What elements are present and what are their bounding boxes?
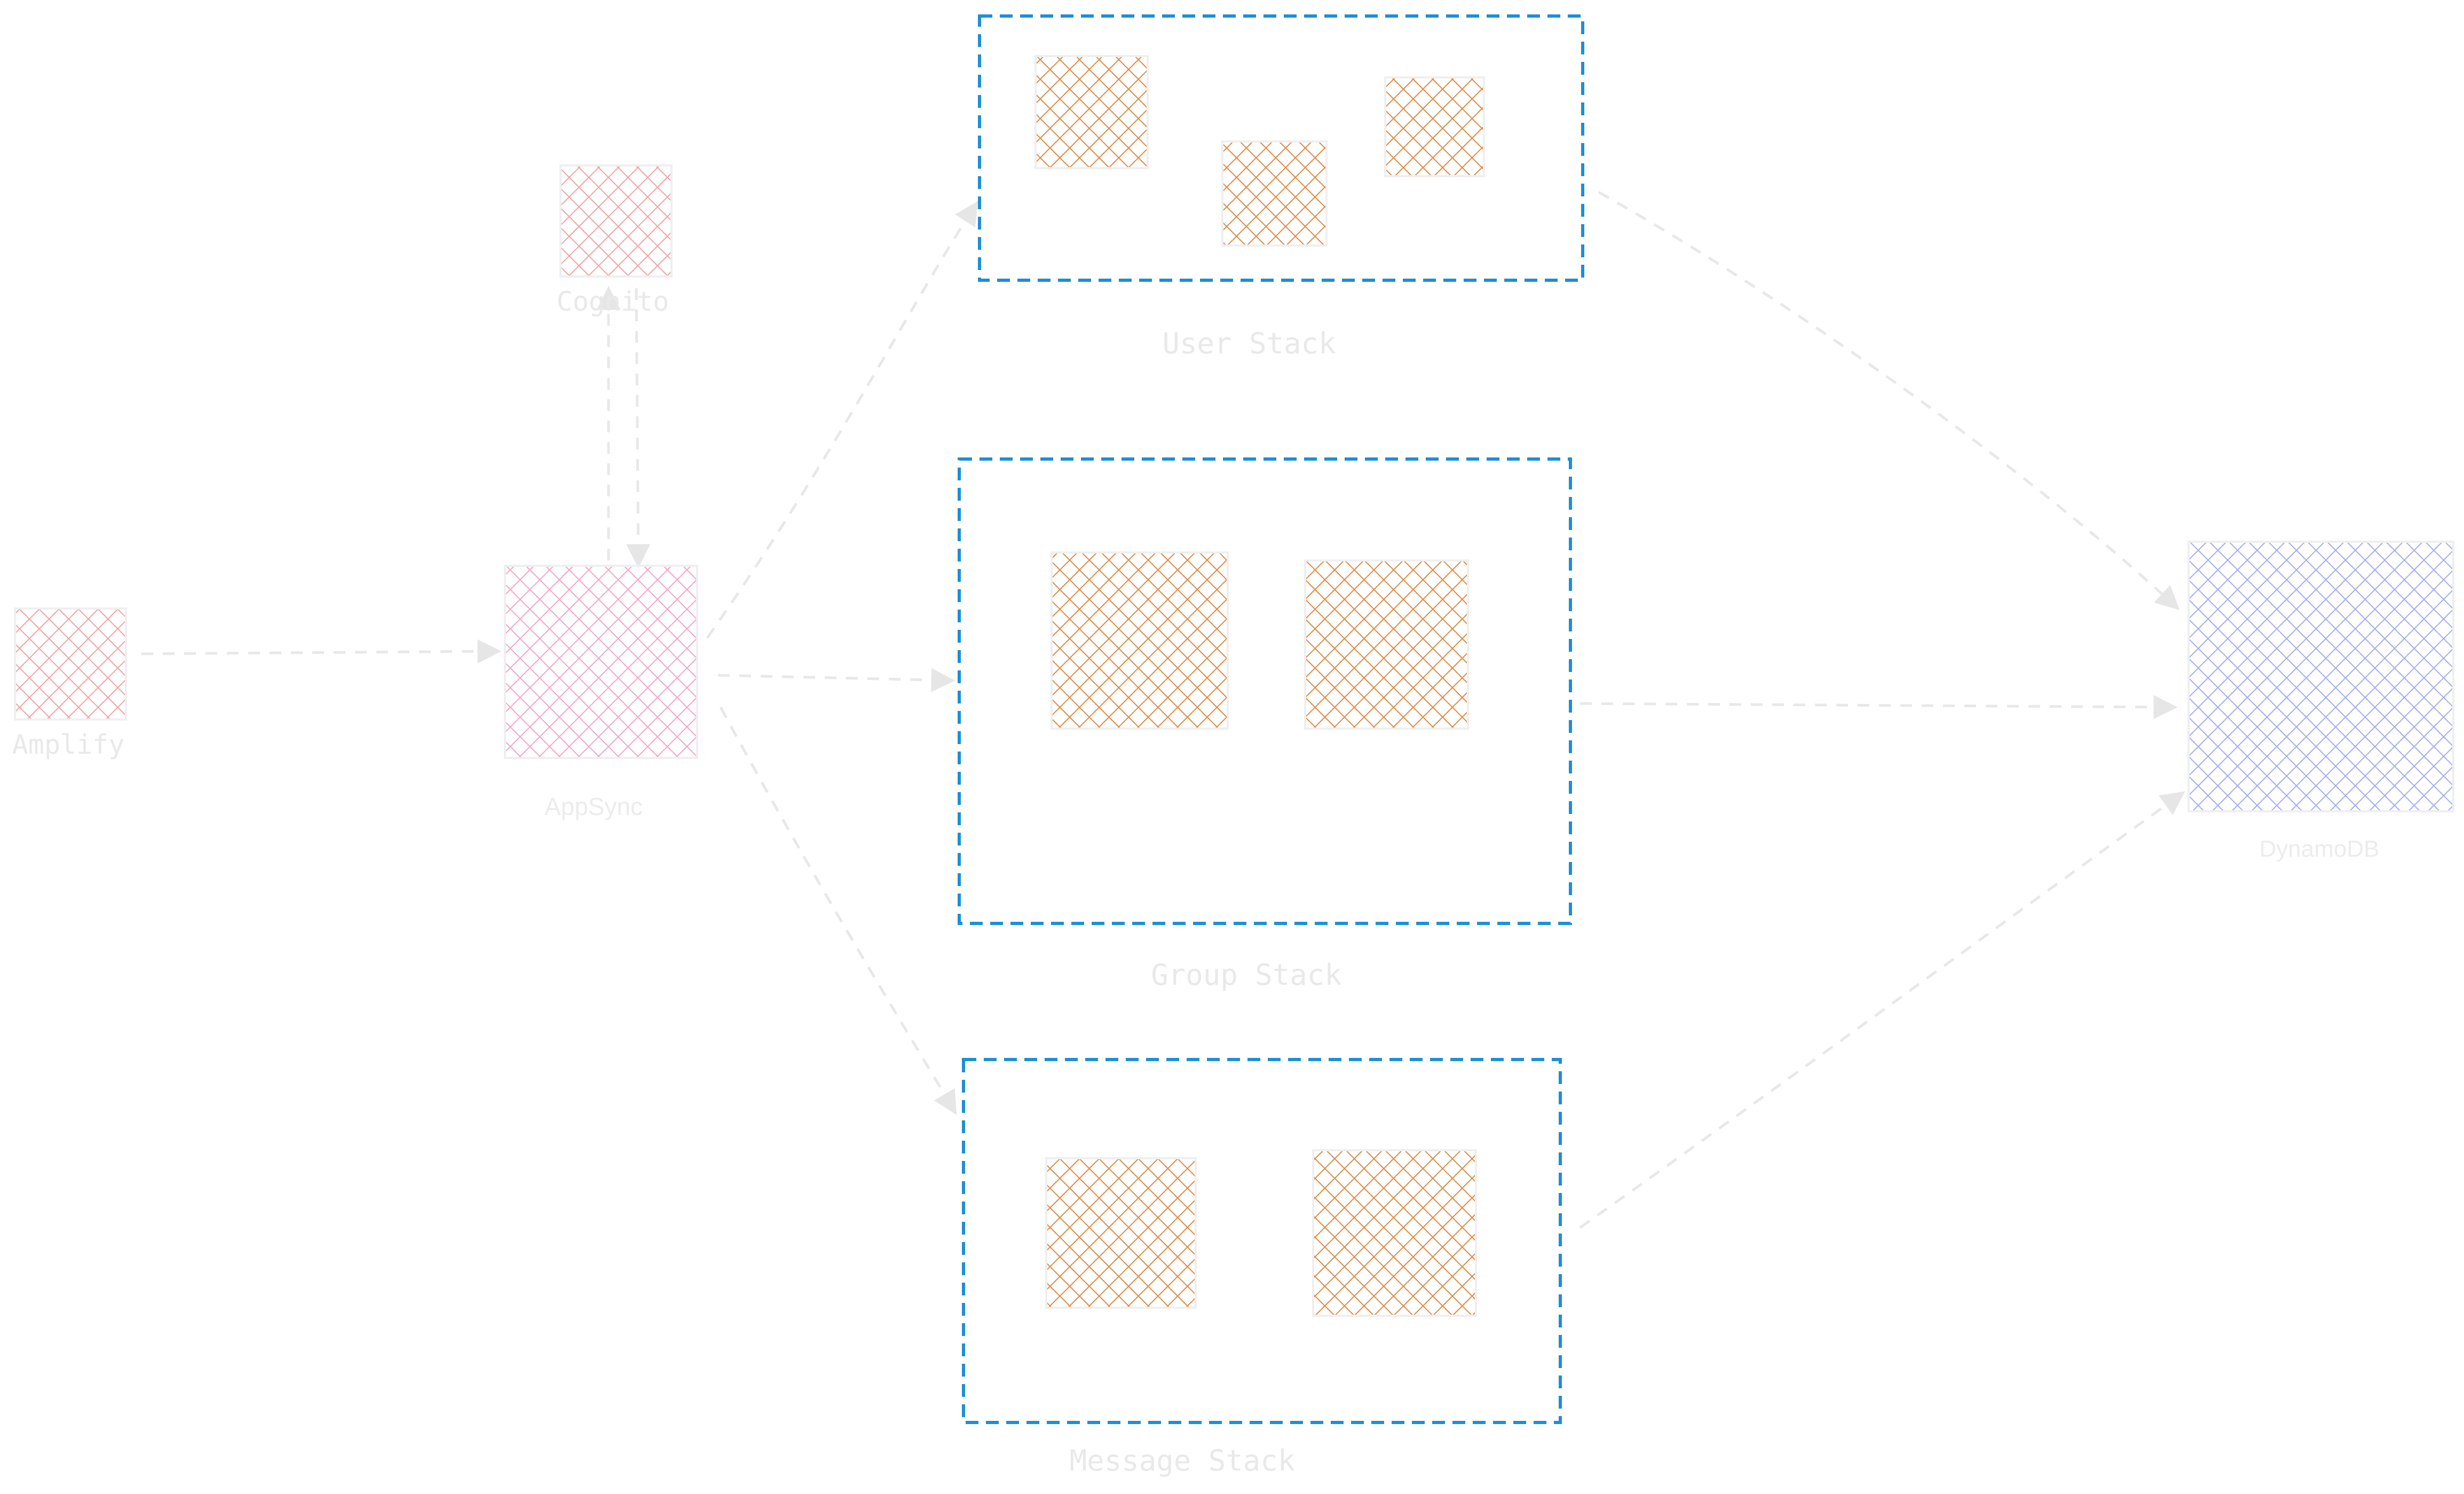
lambda-icon [1045, 1157, 1197, 1309]
edge-message-stack-dynamodb [1579, 791, 2185, 1229]
edge-appsync-group-stack [717, 668, 955, 692]
dynamodb-icon [2187, 541, 2454, 812]
connectors [141, 191, 2185, 1229]
user-stack-border [978, 14, 1584, 282]
cognito-node: Cognito [557, 164, 673, 317]
edge-appsync-user-stack [706, 201, 978, 639]
cognito-icon [559, 164, 673, 278]
appsync-icon [504, 565, 698, 759]
dynamodb-label: DynamoDB [2260, 836, 2380, 862]
edge-appsync-message-stack [719, 706, 957, 1115]
message-stack-border [962, 1058, 1562, 1424]
edge-user-stack-dynamodb [1598, 191, 2180, 611]
cognito-label: Cognito [557, 286, 669, 317]
lambda-icon [1312, 1149, 1477, 1317]
amplify-node: Amplify [12, 607, 127, 760]
lambda-icon [1221, 140, 1328, 247]
lambda-icon [1051, 551, 1229, 730]
user-stack-label: User Stack [1162, 327, 1336, 360]
dynamodb-node: DynamoDB [2187, 541, 2454, 862]
lambda-icon [1034, 55, 1149, 169]
lambda-icon [1384, 76, 1485, 177]
amplify-icon [14, 607, 127, 721]
edge-amplify-appsync [141, 639, 502, 663]
edge-cognito-appsync [626, 288, 651, 568]
appsync-node: AppSync [504, 565, 698, 820]
group-stack-border [958, 457, 1572, 925]
edge-group-stack-dynamodb [1580, 695, 2178, 720]
group-stack-label: Group Stack [1151, 958, 1342, 992]
message-stack: Message Stack [962, 1058, 1562, 1477]
group-stack: Group Stack [958, 457, 1572, 992]
lambda-icon [1304, 559, 1469, 730]
appsync-label: AppSync [544, 793, 643, 820]
amplify-label: Amplify [12, 729, 125, 760]
user-stack: User Stack [978, 14, 1584, 360]
message-stack-label: Message Stack [1070, 1444, 1296, 1477]
